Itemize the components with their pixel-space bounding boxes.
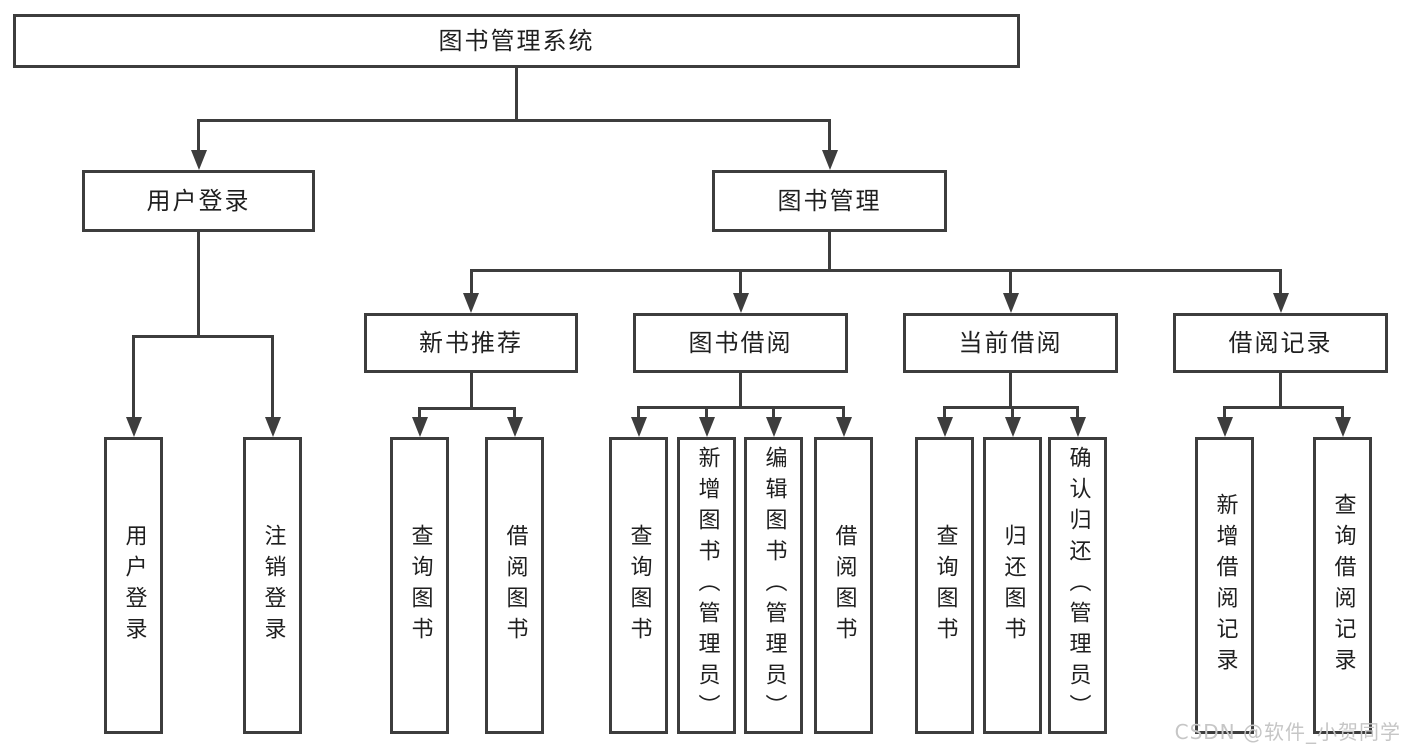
connector-stem (197, 232, 200, 338)
connector-arrow-shaft (772, 407, 775, 419)
arrow-down-icon (835, 417, 852, 437)
node-label: 用户登录 (146, 187, 251, 215)
connector-arrow-shaft (1011, 407, 1014, 419)
connector-bar (132, 334, 274, 338)
arrow-down-icon (190, 150, 207, 170)
connector-bar (469, 268, 1282, 272)
node-new-book-recommend: 新书推荐 (364, 313, 578, 373)
connector-arrow-shaft (943, 407, 946, 419)
leaf-add-book-admin: 新增图书（管理员） (677, 437, 736, 734)
connector-bar (1223, 405, 1344, 409)
leaf-borrow-book-1: 借阅图书 (485, 437, 544, 734)
node-label: 图书管理 (777, 187, 882, 215)
leaf-logout: 注销登录 (243, 437, 302, 734)
node-user-login: 用户登录 (82, 170, 315, 232)
connector-bar (418, 406, 516, 410)
connector-stem (515, 68, 518, 121)
node-label: 查询图书 (626, 523, 652, 648)
connector-arrow-shaft (469, 270, 473, 295)
arrow-down-icon (1216, 417, 1233, 437)
node-label: 编辑图书（管理员） (761, 446, 787, 725)
connector-arrow-shaft (739, 270, 742, 295)
connector-arrow-shaft (705, 407, 708, 419)
connector-arrow-shaft (1341, 407, 1344, 419)
arrow-down-icon (1069, 417, 1086, 437)
leaf-query-book-3: 查询图书 (915, 437, 974, 734)
arrow-down-icon (698, 417, 715, 437)
leaf-edit-book-admin: 编辑图书（管理员） (744, 437, 803, 734)
connector-arrow-shaft (842, 407, 845, 419)
leaf-query-book-2: 查询图书 (609, 437, 668, 734)
connector-arrow-shaft (1009, 270, 1012, 295)
arrow-down-icon (1002, 293, 1019, 313)
arrow-down-icon (821, 150, 838, 170)
leaf-user-login: 用户登录 (104, 437, 163, 734)
node-book-management: 图书管理 (712, 170, 947, 232)
leaf-query-book-1: 查询图书 (390, 437, 449, 734)
arrow-down-icon (125, 417, 142, 437)
connector-arrow-shaft (132, 336, 135, 419)
arrow-down-icon (463, 293, 479, 313)
arrow-down-icon (506, 417, 523, 437)
node-label: 确认归还（管理员） (1065, 446, 1091, 725)
connector-arrow-shaft (1279, 270, 1282, 295)
node-label: 借阅图书 (831, 523, 857, 648)
node-current-borrow: 当前借阅 (903, 313, 1118, 373)
arrow-down-icon (411, 417, 428, 437)
connector-arrow-shaft (418, 408, 421, 419)
leaf-return-book: 归还图书 (983, 437, 1042, 734)
node-label: 借阅记录 (1228, 329, 1333, 357)
arrow-down-icon (765, 417, 782, 437)
arrow-down-icon (1334, 417, 1351, 437)
arrow-down-icon (264, 417, 281, 437)
connector-stem (1279, 373, 1282, 408)
leaf-query-borrow-record: 查询借阅记录 (1313, 437, 1372, 734)
leaf-borrow-book-2: 借阅图书 (814, 437, 873, 734)
connector-arrow-shaft (271, 336, 274, 419)
csdn-watermark: CSDN @软件_小贺同学 (1174, 720, 1401, 744)
connector-arrow-shaft (1076, 407, 1079, 419)
connector-stem (1009, 373, 1012, 408)
arrow-down-icon (1272, 293, 1289, 313)
node-label: 新增图书（管理员） (694, 446, 720, 725)
connector-stem (828, 232, 831, 272)
node-label: 图书管理系统 (438, 27, 595, 55)
node-label: 图书借阅 (688, 329, 793, 357)
node-label: 当前借阅 (958, 329, 1063, 357)
node-label: 用户登录 (121, 523, 147, 648)
node-borrow-record: 借阅记录 (1173, 313, 1388, 373)
connector-stem (469, 373, 473, 409)
node-book-borrow: 图书借阅 (633, 313, 848, 373)
arrow-down-icon (936, 417, 953, 437)
node-label: 新书推荐 (419, 329, 523, 357)
node-label: 注销登录 (260, 523, 286, 648)
node-label: 查询图书 (407, 523, 433, 648)
node-label: 归还图书 (1000, 523, 1026, 648)
connector-arrow-shaft (1223, 407, 1226, 419)
connector-arrow-shaft (197, 120, 200, 152)
connector-bar (637, 405, 845, 409)
connector-stem (739, 373, 742, 408)
node-root-system: 图书管理系统 (13, 14, 1020, 68)
connector-arrow-shaft (637, 407, 640, 419)
connector-arrow-shaft (828, 120, 831, 152)
connector-arrow-shaft (513, 408, 516, 419)
arrow-down-icon (1004, 417, 1021, 437)
node-label: 查询借阅记录 (1330, 492, 1356, 679)
node-label: 借阅图书 (502, 523, 528, 648)
node-label: 查询图书 (932, 523, 958, 648)
connector-bar (197, 118, 831, 122)
leaf-add-borrow-record: 新增借阅记录 (1195, 437, 1254, 734)
arrow-down-icon (630, 417, 647, 437)
leaf-confirm-return-admin: 确认归还（管理员） (1048, 437, 1107, 734)
node-label: 新增借阅记录 (1212, 492, 1238, 679)
arrow-down-icon (732, 293, 749, 313)
